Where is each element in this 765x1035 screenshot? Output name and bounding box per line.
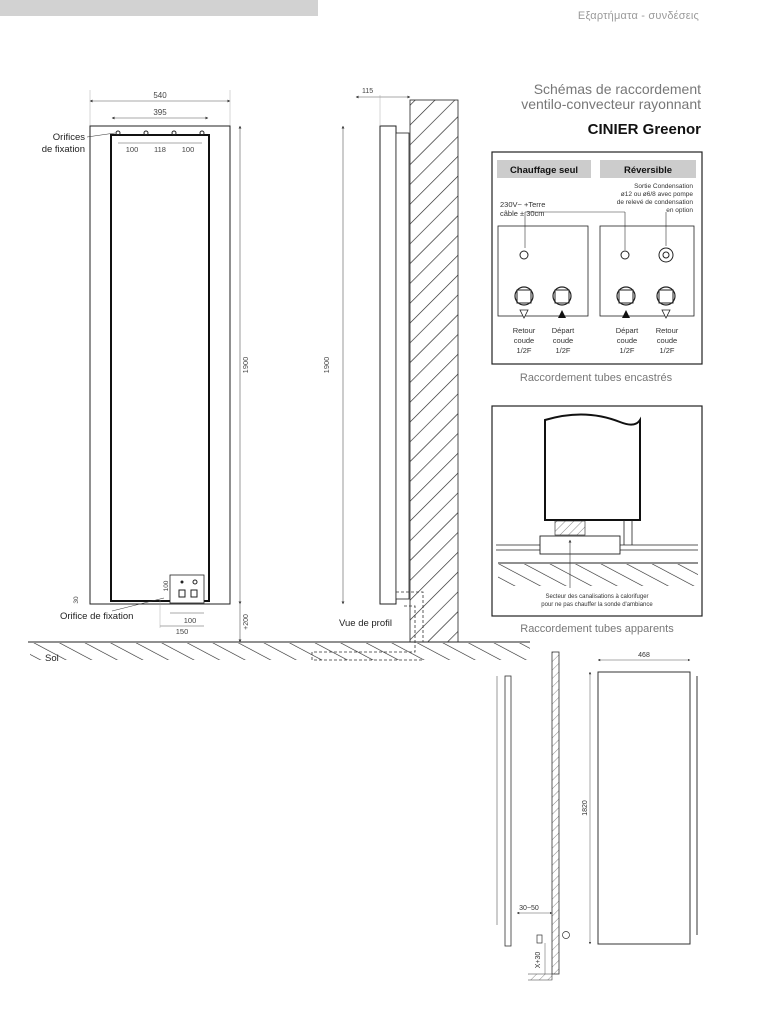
left-return-3: 1/2F — [516, 346, 531, 355]
cond-note-1: Sortie Condensation — [634, 183, 693, 190]
profile-back — [395, 132, 410, 600]
dim-width: 540 — [153, 91, 167, 100]
caption-exposed: Raccordement tubes apparents — [520, 623, 674, 635]
dim-inner: 395 — [153, 108, 167, 117]
insulation-note-1: Secteur des canalisations à calorifuger — [545, 594, 648, 600]
small-side-left — [504, 675, 512, 947]
front-grille — [110, 134, 210, 602]
diagram-title: Schémas de raccordement ventilo-convecte… — [521, 82, 701, 112]
left-flow-3: 1/2F — [555, 346, 570, 355]
dim-hole-left: 100 — [126, 145, 139, 154]
left-return-1: Retour — [513, 326, 536, 335]
pipe-insulation — [539, 535, 621, 555]
power-note-1: 230V~ +Terre — [500, 200, 545, 209]
small-width: 468 — [638, 652, 650, 659]
profile-view: 115 1900 Vue de profil — [311, 88, 459, 661]
front-view: 540 395 100 118 100 1900 +200 100 30 100… — [42, 90, 250, 643]
wall-hatching — [409, 99, 459, 643]
title-line-2: ventilo-convecteur rayonnant — [521, 96, 701, 112]
power-note-2: câble ± 30cm — [500, 209, 545, 218]
right-flow-1: Départ — [616, 326, 639, 335]
right-flow-2: coude — [617, 336, 637, 345]
right-return-1: Retour — [656, 326, 679, 335]
header-bar — [0, 0, 318, 16]
label-profile: Vue de profil — [339, 618, 392, 629]
profile-height: 1900 — [322, 357, 331, 374]
right-return-2: coude — [657, 336, 677, 345]
left-flow-2: coude — [553, 336, 573, 345]
profile-body — [379, 125, 397, 605]
dim-hole-right: 100 — [182, 145, 195, 154]
label-fixing-holes: Orifices — [53, 132, 85, 143]
concealed-connection-box: Chauffage seul Réversible Sortie Condens… — [491, 151, 703, 384]
dim-small-vert: 100 — [163, 580, 170, 591]
cond-note-2: ø12 ou ø6/8 avec pompe — [621, 191, 694, 198]
tab-reversible — [600, 160, 696, 178]
fixing-hole — [171, 130, 177, 136]
dim-small-h: 100 — [184, 616, 197, 625]
dim-bottom-w: 150 — [176, 627, 189, 636]
brand-title: CINIER Greenor — [587, 121, 701, 138]
small-views: 30~50 X+30 468 1820 — [496, 651, 698, 981]
tab-heating-only-label: Chauffage seul — [510, 165, 578, 176]
section-title: Εξαρτήματα - συνδέσεις — [577, 10, 699, 22]
fixing-hole — [143, 130, 149, 136]
dim-hole-mid: 118 — [154, 145, 166, 154]
connection-box — [169, 574, 205, 604]
profile-depth: 115 — [362, 88, 373, 95]
label-floor: Sol — [45, 653, 59, 664]
floor-hatching — [30, 643, 530, 660]
dim-small-30: 30 — [73, 596, 80, 604]
tab-reversible-label: Réversible — [624, 165, 672, 176]
title-line-1: Schémas de raccordement — [533, 81, 701, 97]
small-height: 1820 — [582, 800, 589, 816]
pipe-route-dashed — [311, 591, 424, 661]
tab-heating-only — [497, 160, 591, 178]
small-gap: 30~50 — [519, 905, 539, 912]
floor: Sol — [28, 641, 530, 664]
dim-height: 1900 — [241, 357, 250, 374]
caption-concealed: Raccordement tubes encastrés — [520, 372, 673, 384]
exposed-connection-box: Secteur des canalisations à calorifuger … — [491, 405, 703, 635]
small-front — [597, 671, 691, 945]
label-fixing-hole-bottom: Orifice de fixation — [60, 611, 133, 622]
left-flow-1: Départ — [552, 326, 575, 335]
label-fixing-holes-2: de fixation — [42, 144, 85, 155]
fixing-hole — [199, 130, 205, 136]
dim-offset: +200 — [243, 614, 250, 630]
unit-outline — [544, 413, 641, 521]
cond-note-3: de relevé de condensation — [617, 199, 694, 206]
small-wall — [551, 651, 560, 975]
right-return-3: 1/2F — [659, 346, 674, 355]
insulation-note-2: pour ne pas chauffer la sonde d'ambiance — [541, 602, 653, 608]
fixing-hole — [115, 130, 121, 136]
right-flow-3: 1/2F — [619, 346, 634, 355]
left-return-2: coude — [514, 336, 534, 345]
cond-note-4: en option — [666, 207, 693, 214]
small-x: X+30 — [535, 952, 542, 969]
